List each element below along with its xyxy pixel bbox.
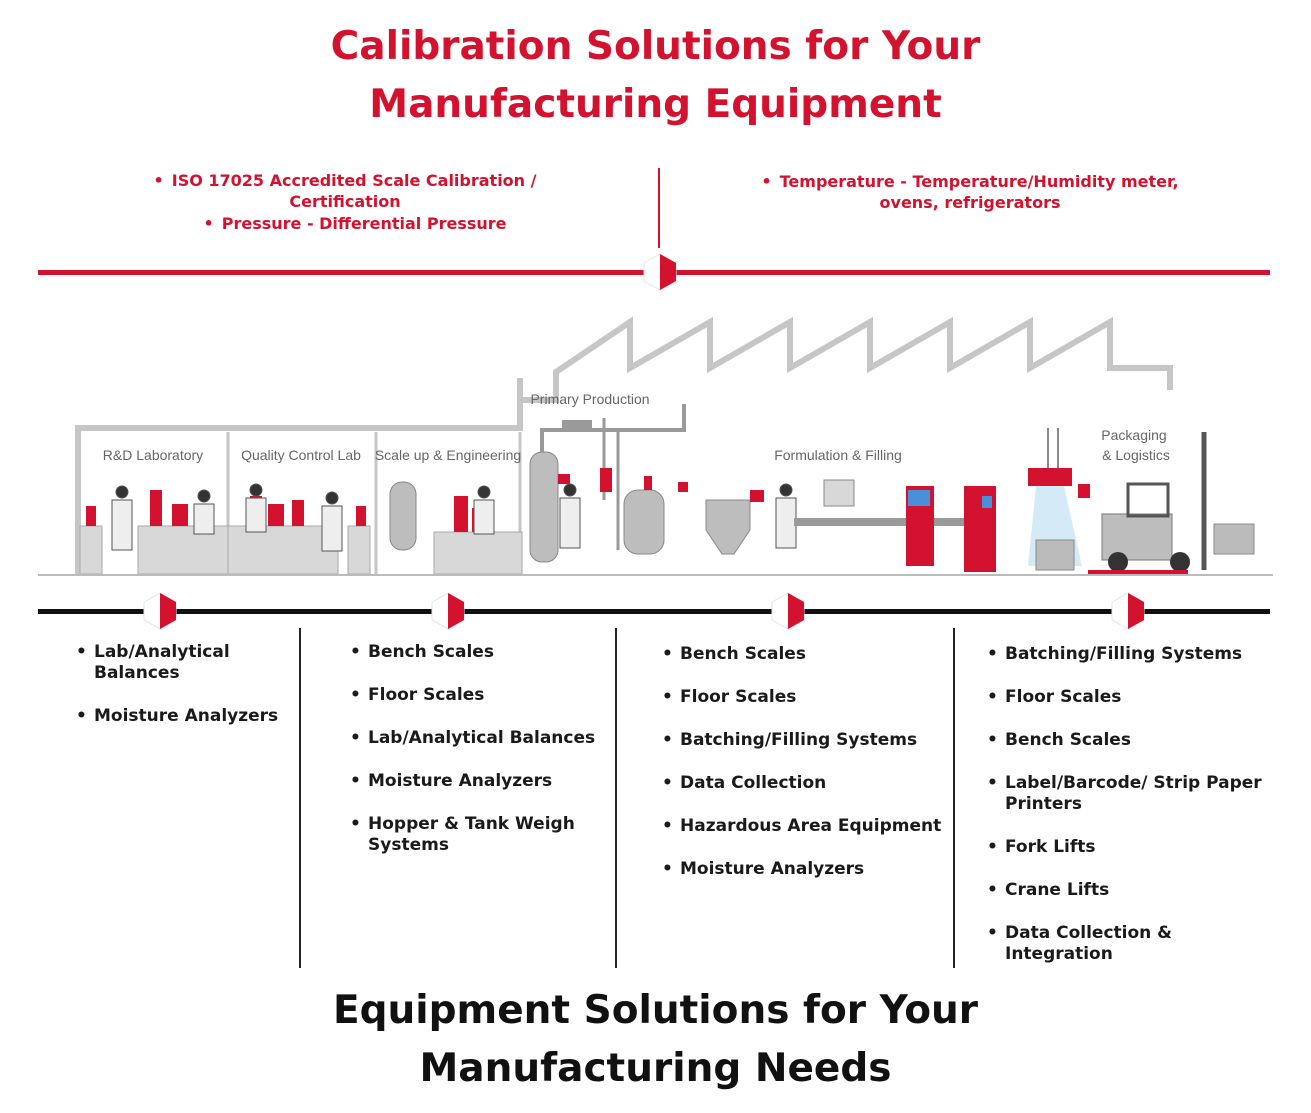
calibration-item-iso: •ISO 17025 Accredited Scale Calibration … <box>153 171 537 211</box>
calibration-item-temperature: •Temperature - Temperature/Humidity mete… <box>761 172 1179 212</box>
list-item: Moisture Analyzers <box>346 771 606 792</box>
equipment-timeline <box>38 609 1270 614</box>
list-item: Lab/Analytical Balances <box>72 642 287 684</box>
zone-label-rd: R&D Laboratory <box>103 447 203 463</box>
timeline-marker-icon-2 <box>431 592 465 630</box>
zone-label-logistics: & Logistics <box>1102 447 1170 463</box>
factory-illustration: R&D Laboratory Quality Control Lab Scale… <box>38 316 1273 576</box>
zone-label-primary: Primary Production <box>530 391 649 407</box>
list-item: Batching/Filling Systems <box>658 730 943 751</box>
column-divider-2 <box>615 628 617 968</box>
list-item: Label/Barcode/ Strip Paper Printers <box>983 773 1283 815</box>
page-title: Calibration Solutions for Your Manufactu… <box>0 18 1311 134</box>
zone-label-scaleup: Scale up & Engineering <box>375 447 521 463</box>
zone-label-qc: Quality Control Lab <box>241 447 361 463</box>
footer-title: Equipment Solutions for Your Manufacturi… <box>0 982 1311 1098</box>
list-item: Bench Scales <box>658 644 943 665</box>
footer-title-line-1: Equipment Solutions for Your <box>332 988 979 1033</box>
timeline-marker-icon <box>643 253 677 291</box>
zone-label-packaging: Packaging <box>1101 427 1166 443</box>
timeline-marker-icon-1 <box>143 592 177 630</box>
list-item: Hazardous Area Equipment <box>658 816 943 837</box>
list-item: Floor Scales <box>983 687 1283 708</box>
title-line-2: Manufacturing Equipment <box>369 82 942 127</box>
timeline-marker-icon-3 <box>771 592 805 630</box>
list-item: Bench Scales <box>983 730 1283 751</box>
equipment-list-formulation: Bench Scales Floor Scales Batching/Filli… <box>658 644 943 902</box>
timeline-marker-icon-4 <box>1111 592 1145 630</box>
column-divider-1 <box>299 628 301 968</box>
calibration-divider <box>658 168 660 248</box>
column-divider-3 <box>953 628 955 968</box>
list-item: Floor Scales <box>346 685 606 706</box>
calibration-item-pressure: •Pressure - Differential Pressure <box>203 214 507 233</box>
list-item: Data Collection <box>658 773 943 794</box>
list-item: Fork Lifts <box>983 837 1283 858</box>
list-item: Batching/Filling Systems <box>983 644 1283 665</box>
equipment-list-scaleup: Bench Scales Floor Scales Lab/Analytical… <box>346 642 606 878</box>
zone-label-formulation: Formulation & Filling <box>774 447 902 463</box>
list-item: Floor Scales <box>658 687 943 708</box>
list-item: Crane Lifts <box>983 880 1283 901</box>
equipment-list-packaging: Batching/Filling Systems Floor Scales Be… <box>983 644 1283 987</box>
list-item: Moisture Analyzers <box>72 706 287 727</box>
list-item: Bench Scales <box>346 642 606 663</box>
footer-title-line-2: Manufacturing Needs <box>419 1046 892 1091</box>
list-item: Lab/Analytical Balances <box>346 728 606 749</box>
list-item: Moisture Analyzers <box>658 859 943 880</box>
list-item: Hopper & Tank Weigh Systems <box>346 814 606 856</box>
list-item: Data Collection & Integration <box>983 923 1283 965</box>
title-line-1: Calibration Solutions for Your <box>330 24 981 69</box>
equipment-list-rd: Lab/Analytical Balances Moisture Analyze… <box>72 642 287 749</box>
